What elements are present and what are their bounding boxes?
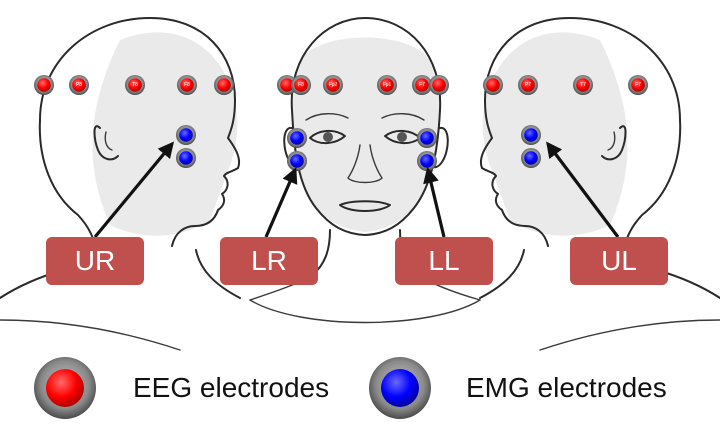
legend-emg-text: EMG electrodes xyxy=(466,372,667,403)
eeg-electrode: T8 xyxy=(125,75,145,95)
eeg-electrode-label: F8 xyxy=(184,82,190,88)
arrow-ul xyxy=(546,141,620,238)
legend-eeg-marker xyxy=(34,357,96,419)
eeg-electrode-label: F7 xyxy=(419,82,425,88)
eeg-electrode xyxy=(277,75,297,95)
emg-electrode xyxy=(287,151,307,171)
eeg-electrode xyxy=(483,75,503,95)
eeg-electrode-label: T7 xyxy=(580,82,586,88)
eeg-electrode: Fp2 xyxy=(323,75,343,95)
region-label-ll: LL xyxy=(395,237,493,285)
arrow-ur xyxy=(93,141,175,239)
eeg-electrode xyxy=(429,75,449,95)
emg-electrode xyxy=(521,125,541,145)
eeg-electrode-label: Fp2 xyxy=(329,82,338,88)
eeg-electrode-label: F8 xyxy=(298,82,304,88)
emg-electrode xyxy=(417,151,437,171)
eeg-electrode: F7 xyxy=(412,75,432,95)
region-label-ul: UL xyxy=(570,237,668,285)
legend-emg-marker xyxy=(369,357,431,419)
emg-electrode xyxy=(521,148,541,168)
eeg-electrode: Fp1 xyxy=(377,75,397,95)
region-label-ur: UR xyxy=(46,237,144,285)
legend-markers xyxy=(34,357,431,419)
region-label-lr: LR xyxy=(220,237,318,285)
right-profile-head xyxy=(0,17,241,351)
left-profile-head xyxy=(479,17,720,351)
emg-electrode xyxy=(417,128,437,148)
emg-electrode xyxy=(287,128,307,148)
eeg-electrode-label: P7 xyxy=(525,82,531,88)
emg-electrode xyxy=(176,125,196,145)
eeg-electrode: P8 xyxy=(69,75,89,95)
emg-electrode-group xyxy=(176,125,541,171)
eeg-electrode-label: Fp1 xyxy=(383,82,392,88)
legend-eeg-text: EEG electrodes xyxy=(133,372,330,403)
eeg-electrode: P7 xyxy=(518,75,538,95)
eeg-electrode-label: P8 xyxy=(76,82,82,88)
arrows xyxy=(93,141,620,239)
arrow-ll xyxy=(423,166,446,238)
eeg-electrode: F7 xyxy=(628,75,648,95)
eeg-electrode xyxy=(214,75,234,95)
emg-electrode xyxy=(176,148,196,168)
eeg-electrode-label: F7 xyxy=(635,82,641,88)
eeg-electrode xyxy=(34,75,54,95)
eeg-electrode: T7 xyxy=(573,75,593,95)
eeg-electrode-row: P8 T8 F8 F8 Fp2 Fp1 F7 P7 T7 F7 xyxy=(34,75,648,95)
eeg-electrode: F8 xyxy=(291,75,311,95)
eeg-electrode: F8 xyxy=(177,75,197,95)
eeg-electrode-label: T8 xyxy=(132,82,138,88)
arrow-lr xyxy=(264,167,298,238)
